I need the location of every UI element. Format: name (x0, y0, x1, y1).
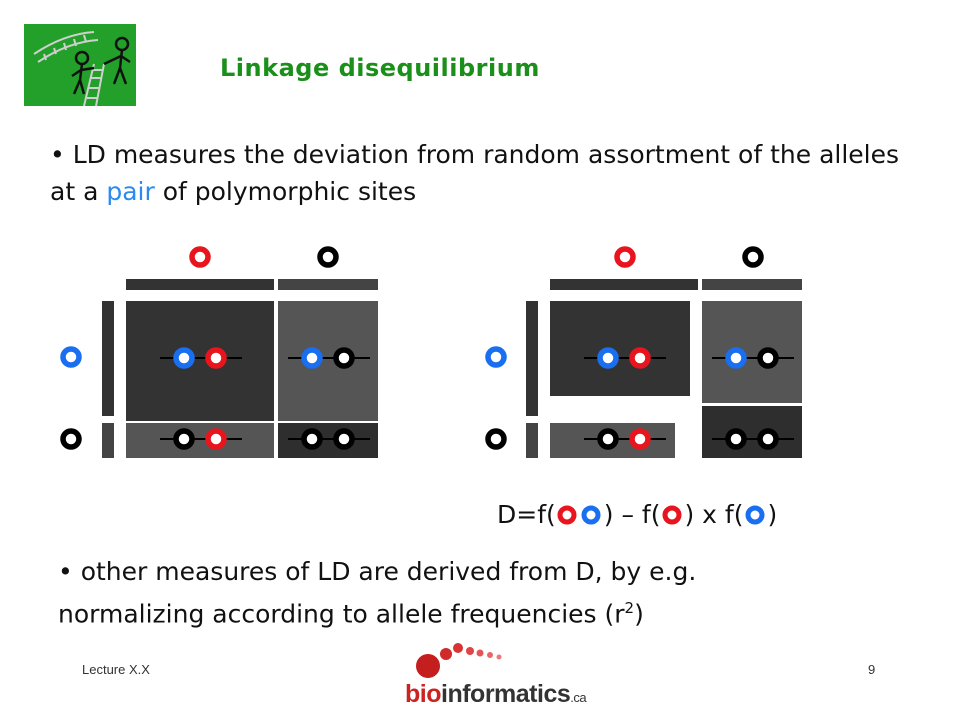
blue-allele-icon (176, 350, 192, 366)
bullet-ld-definition: • LD measures the deviation from random … (50, 136, 930, 210)
ld-formula: D=f( ) – f( ) x f( ) (497, 500, 777, 529)
diagram-equilibrium (63, 249, 378, 458)
freq-bar-red (550, 279, 698, 290)
cell-black-black (702, 406, 802, 458)
bullet1-highlight: pair (106, 177, 155, 206)
black-allele-icon (176, 431, 192, 447)
black-allele-icon (63, 431, 79, 447)
red-allele-icon (208, 431, 224, 447)
black-allele-icon (304, 431, 320, 447)
formula-part2: ) – f( (603, 500, 661, 529)
cell-red-blue (126, 301, 274, 421)
red-allele-icon (208, 350, 224, 366)
page-number: 9 (868, 662, 876, 677)
red-allele-icon (662, 505, 682, 524)
cell-red-black (126, 423, 274, 458)
blue-allele-icon (304, 350, 320, 366)
black-allele-icon (728, 431, 744, 447)
cell-black-black (278, 423, 378, 458)
freq-bar-black-row (526, 423, 538, 458)
freq-bar-black-row (102, 423, 114, 458)
black-allele-icon (336, 431, 352, 447)
red-allele-icon (632, 431, 648, 447)
cell-black-blue (278, 301, 378, 421)
diagram-disequilibrium (488, 249, 802, 458)
black-allele-icon (760, 431, 776, 447)
red-allele-icon (192, 249, 208, 265)
formula-part1: D=f( (497, 500, 556, 529)
black-allele-icon (488, 431, 504, 447)
red-allele-icon (632, 350, 648, 366)
footer-lecture-label: Lecture X.X (82, 662, 150, 677)
bullet1-prefix: • LD measures the deviation from random … (50, 140, 900, 206)
stick-figures-logo-icon (24, 24, 136, 106)
red-allele-icon (617, 249, 633, 265)
black-allele-icon (760, 350, 776, 366)
blue-allele-icon (63, 349, 79, 365)
bullet2-line2: normalizing according to allele frequenc… (58, 590, 938, 632)
black-allele-icon (320, 249, 336, 265)
logo-suffix: .ca (570, 690, 587, 705)
bullet2-line1: • other measures of LD are derived from … (58, 557, 697, 586)
bullet1-suffix: of polymorphic sites (154, 177, 417, 206)
slide-title: Linkage disequilibrium (220, 54, 540, 82)
course-logo (24, 24, 136, 106)
bullet-other-measures: • other measures of LD are derived from … (58, 553, 938, 632)
bullet2-line2-suffix: ) (634, 599, 644, 629)
bullet2-line2-prefix: normalizing according to allele frequenc… (58, 599, 625, 629)
bullet2-superscript: 2 (624, 599, 635, 617)
black-allele-icon (745, 249, 761, 265)
blue-allele-icon (600, 350, 616, 366)
blue-allele-icon (745, 505, 765, 524)
logo-prefix: bio (405, 680, 442, 708)
freq-bar-red (126, 279, 274, 290)
bioinformatics-dots-icon (416, 643, 502, 678)
logo-main: informatics (441, 680, 571, 708)
freq-bar-blue (526, 301, 538, 416)
cell-red-blue (550, 301, 690, 396)
blue-allele-icon (728, 350, 744, 366)
black-allele-icon (600, 431, 616, 447)
black-allele-icon (336, 350, 352, 366)
freq-bar-black (278, 279, 378, 290)
formula-part3: ) x f( (684, 500, 744, 529)
blue-allele-icon (488, 349, 504, 365)
ld-diagrams (0, 230, 802, 458)
freq-bar-black (702, 279, 802, 290)
formula-part4: ) (767, 500, 778, 529)
cell-black-blue (702, 301, 802, 403)
bioinformatics-logo-text: bioinformatics.ca (405, 680, 587, 709)
red-blue-haplotype-icon (557, 505, 601, 524)
freq-bar-blue (102, 301, 114, 416)
